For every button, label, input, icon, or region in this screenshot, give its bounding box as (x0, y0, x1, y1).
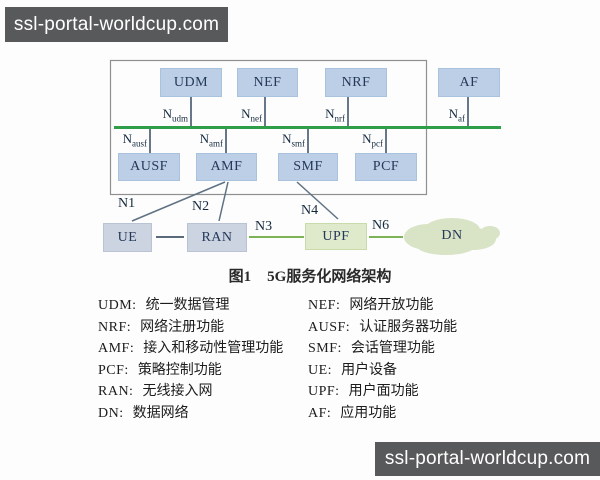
legend-row-af: AF:应用功能 (308, 405, 397, 421)
bus-connectors-bottom (149, 129, 387, 153)
nf-box-ausf: AUSF (118, 153, 180, 181)
figure-number: 图1 (228, 269, 252, 285)
figure-title: 5G服务化网络架构 (267, 269, 392, 285)
nf-box-ue: UE (103, 223, 152, 252)
interface-label-n3: N3 (255, 219, 273, 234)
nf-box-nrf: NRF (325, 68, 387, 97)
interface-label-n6: N6 (372, 218, 390, 233)
legend-row-nrf: NRF:网络注册功能 (98, 319, 225, 335)
nref-label-pcf: Npcf (362, 131, 383, 149)
interface-diagonals (131, 181, 339, 222)
legend-row-dn: DN:数据网络 (98, 405, 189, 421)
nref-label-smf: Nsmf (282, 131, 305, 149)
nf-box-smf: SMF (278, 153, 338, 181)
nref-label-nrf: Nnrf (325, 106, 345, 124)
legend-row-upf: UPF:用户面功能 (308, 384, 419, 400)
interface-label-n2: N2 (192, 199, 210, 214)
nref-label-nef: Nnef (241, 106, 262, 124)
interface-label-n4: N4 (301, 203, 319, 218)
legend-row-ran: RAN:无线接入网 (98, 384, 213, 400)
nref-label-udm: Nudm (162, 106, 188, 124)
watermark-text: ssl-portal-worldcup.com (13, 13, 220, 35)
dn-cloud-label: DN (441, 228, 463, 243)
watermark-text: ssl-portal-worldcup.com (384, 448, 591, 469)
nf-box-udm: UDM (160, 68, 222, 97)
nf-box-amf: AMF (196, 153, 257, 181)
dn-cloud (404, 218, 500, 255)
legend-row-udm: UDM:统一数据管理 (98, 298, 230, 313)
watermark-banner-bottom: ssl-portal-worldcup.com (375, 442, 600, 476)
nref-label-ausf: Nausf (122, 131, 147, 149)
watermark-banner-top: ssl-portal-worldcup.com (5, 7, 228, 42)
legend-row-smf: SMF:会话管理功能 (308, 341, 435, 357)
interface-label-n1: N1 (118, 196, 136, 211)
figure-caption: 图1 5G服务化网络架构 (150, 265, 470, 286)
legend-column-left: UDM:统一数据管理 NRF:网络注册功能 AMF:接入和移动性管理功能 PCF… (98, 295, 283, 425)
legend-column-right: NEF:网络开放功能 AUSF:认证服务器功能 SMF:会话管理功能 UE:用户… (308, 295, 457, 425)
bus-connectors-top (190, 97, 469, 126)
nf-box-nef: NEF (237, 68, 298, 97)
legend-row-ue: UE:用户设备 (308, 362, 398, 378)
legend-row-amf: AMF:接入和移动性管理功能 (98, 341, 284, 357)
nf-box-ran: RAN (187, 223, 247, 252)
nf-box-af: AF (438, 68, 500, 97)
legend-row-ausf: AUSF:认证服务器功能 (308, 319, 458, 335)
nref-label-amf: Namf (199, 131, 223, 149)
legend-row-nef: NEF:网络开放功能 (308, 298, 434, 313)
nf-box-upf: UPF (305, 223, 367, 250)
nref-label-af: Naf (448, 106, 465, 124)
nf-box-pcf: PCF (355, 153, 417, 181)
legend-row-pcf: PCF:策略控制功能 (98, 362, 222, 378)
